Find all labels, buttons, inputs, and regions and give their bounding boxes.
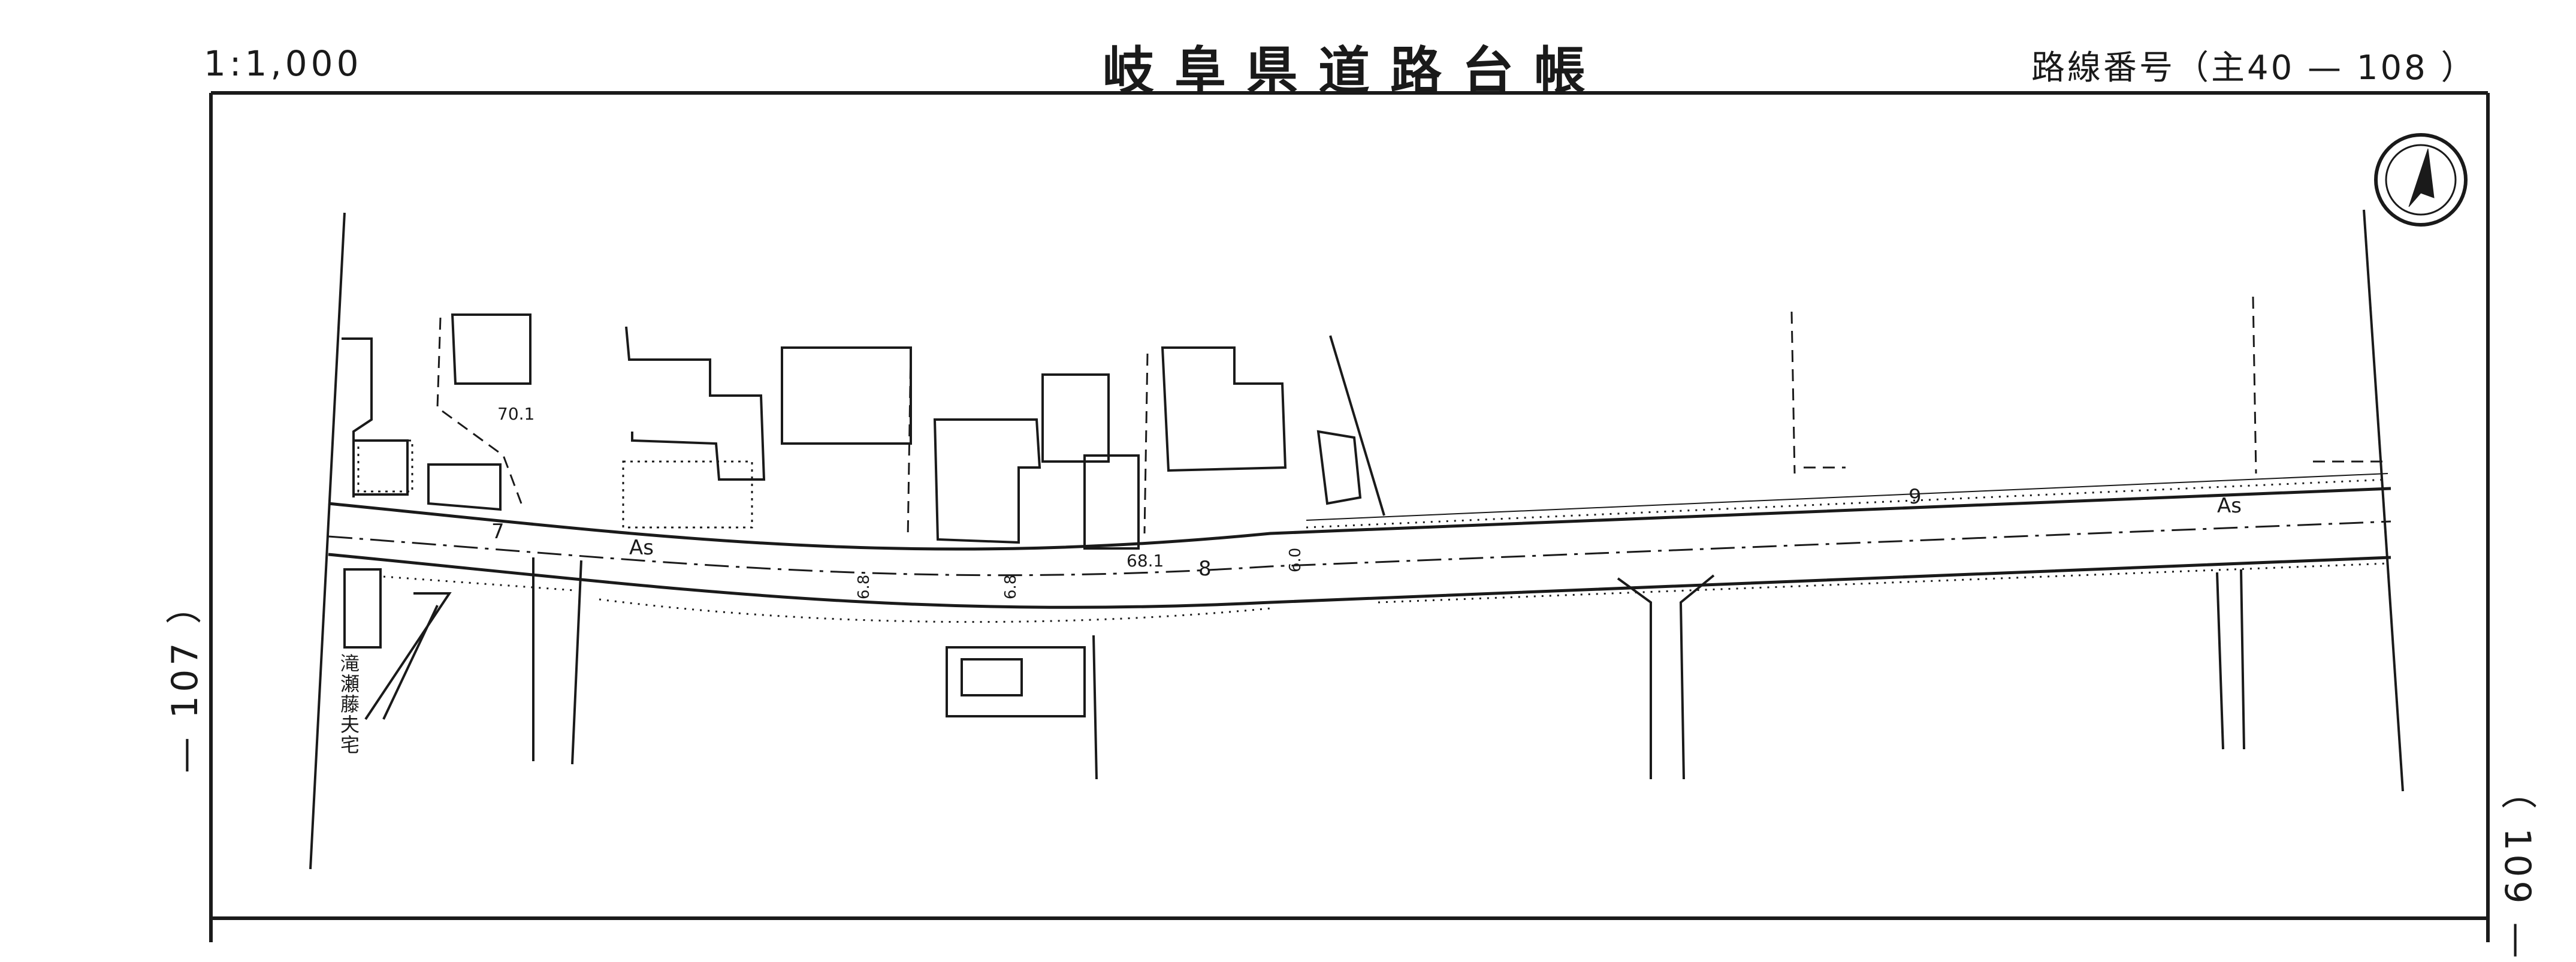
elevation-label-68-1: 68.1	[1127, 551, 1164, 571]
road-ledger-map: As As 7 8 9 70.1 68.1 6.8 6.8 6.0	[209, 91, 2490, 942]
elevation-label-70-1: 70.1	[497, 404, 534, 424]
map-scale: 1:1,000	[204, 43, 363, 84]
north-arrow-icon	[2374, 133, 2468, 227]
side-streets	[364, 335, 2245, 780]
buildings	[342, 313, 1362, 550]
station-label-8: 8	[1198, 557, 1212, 581]
map-labels: As As 7 8 9 70.1 68.1 6.8 6.8 6.0	[491, 404, 2242, 599]
surface-label-east: As	[2217, 494, 2242, 518]
south-structure	[343, 568, 1086, 717]
map-frame	[209, 91, 2490, 942]
station-label-9: 9	[1908, 485, 1922, 509]
road-width-label-2: 6.8	[1002, 575, 1020, 599]
station-label-7: 7	[491, 520, 505, 544]
property-lines	[436, 296, 2388, 540]
surface-label-west: As	[629, 536, 654, 560]
landmark-label: 滝瀬藤夫宅	[340, 652, 360, 756]
adjacent-sheet-right: （ 109 —	[2496, 773, 2538, 962]
adjacent-sheet-left: — 107 ）	[164, 584, 206, 773]
road	[328, 473, 2391, 623]
road-width-label-1: 6.8	[855, 575, 873, 599]
route-number: 路線番号（主40 — 108 ）	[2031, 49, 2477, 88]
road-width-label-3: 6.0	[1287, 548, 1304, 572]
sheet-boundaries	[309, 209, 2404, 870]
field-areas	[357, 439, 753, 529]
